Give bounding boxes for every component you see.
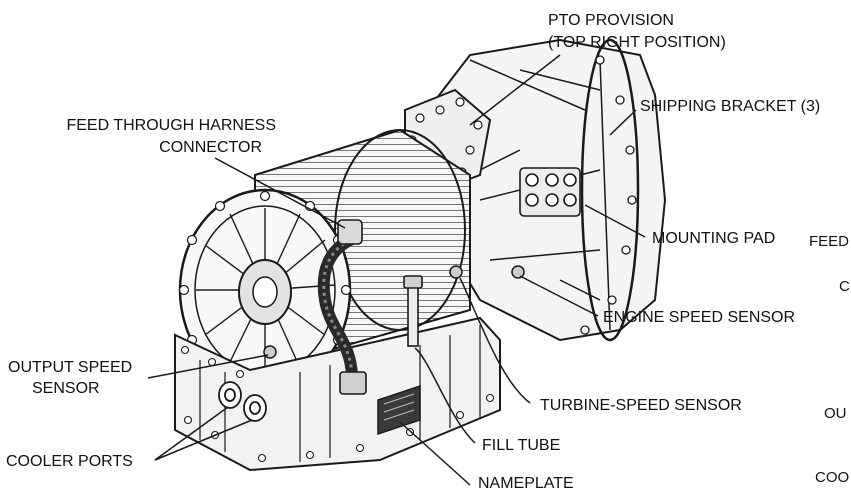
label-shipping-bracket: SHIPPING BRACKET (3) [640, 98, 821, 115]
cooler-port-fittings [218, 381, 267, 422]
leader-cooler-1 [154, 406, 229, 461]
label-turbine-speed-sensor: TURBINE-SPEED SENSOR [540, 397, 742, 414]
label-pto-provision: PTO PROVISION [548, 12, 674, 29]
fill-tube-cap [403, 275, 423, 289]
leader-pto [469, 54, 561, 126]
leader-fill-tube [414, 347, 476, 444]
label-mounting-pad: MOUNTING PAD [652, 230, 776, 247]
leader-output-speed [147, 354, 269, 379]
oil-pan [174, 316, 501, 472]
harness-plug [339, 371, 367, 395]
bell-flange [580, 38, 640, 342]
mounting-pad [519, 167, 581, 217]
label-output-speed-1: OUTPUT SPEED [8, 359, 133, 376]
leader-mounting-pad [584, 204, 646, 238]
leader-cooler-2 [154, 419, 253, 461]
leader-feed-through [214, 157, 346, 229]
leader-nameplate [399, 421, 471, 486]
label-cooler-ports: COOLER PORTS [6, 453, 133, 470]
leader-shipping-bracket [609, 109, 637, 136]
leader-lines [147, 54, 646, 486]
fragment-c: C [839, 278, 850, 295]
label-pto-position: (TOP RIGHT POSITION) [548, 34, 726, 51]
flange-bolts [580, 55, 637, 335]
label-nameplate: NAMEPLATE [478, 475, 574, 492]
fragment-coo: COO [815, 469, 850, 486]
label-feed-through-2: CONNECTOR [159, 139, 262, 156]
fragment-feed: FEED [809, 233, 850, 250]
harness-connector-body [337, 219, 363, 245]
pan-bolts [180, 345, 495, 463]
label-output-speed-2: SENSOR [32, 380, 100, 397]
leader-engine-speed [519, 275, 599, 317]
label-fill-tube: FILL TUBE [482, 437, 561, 454]
leader-turbine-speed [459, 277, 531, 404]
output-speed-sensor-body [263, 345, 277, 359]
label-feed-through-1: FEED THROUGH HARNESS [66, 117, 276, 134]
fill-tube-pipe [407, 285, 419, 347]
label-engine-speed-sensor: ENGINE SPEED SENSOR [603, 309, 796, 326]
engine-speed-sensor-body [511, 265, 525, 279]
turbine-speed-sensor-body [449, 265, 463, 279]
fragment-ou: OU [824, 405, 847, 422]
nameplate-plate [377, 384, 421, 436]
